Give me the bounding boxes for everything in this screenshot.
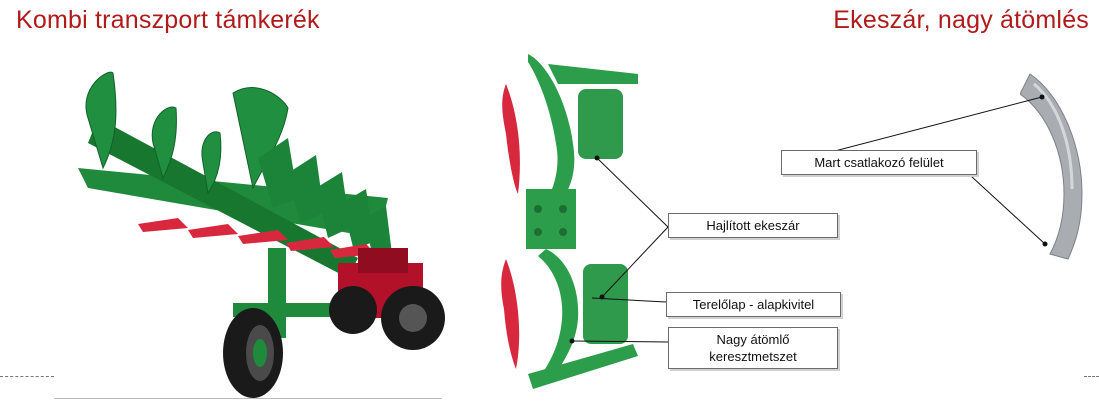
curved-beam-diagram: [501, 54, 638, 389]
callout-curved-beam: Hajlított ekeszár: [668, 213, 838, 238]
divider-dashed-left: [0, 376, 54, 377]
callout-milled-surface: Mart csatlakozó felület: [781, 150, 977, 175]
title-plow-beam: Ekeszár, nagy átömlés: [833, 6, 1089, 34]
plow-transport-wheel-image: [78, 71, 445, 398]
image-baseline: [54, 398, 442, 399]
callout-deflector: Terelőlap - alapkivitel: [666, 292, 841, 317]
callout-large-clearance: Nagy átömlő keresztmetszet: [668, 327, 838, 369]
divider-dashed-right: [1084, 376, 1099, 377]
milled-bar-image: [1020, 73, 1083, 260]
title-transport-wheel: Kombi transzport támkerék: [16, 6, 320, 34]
